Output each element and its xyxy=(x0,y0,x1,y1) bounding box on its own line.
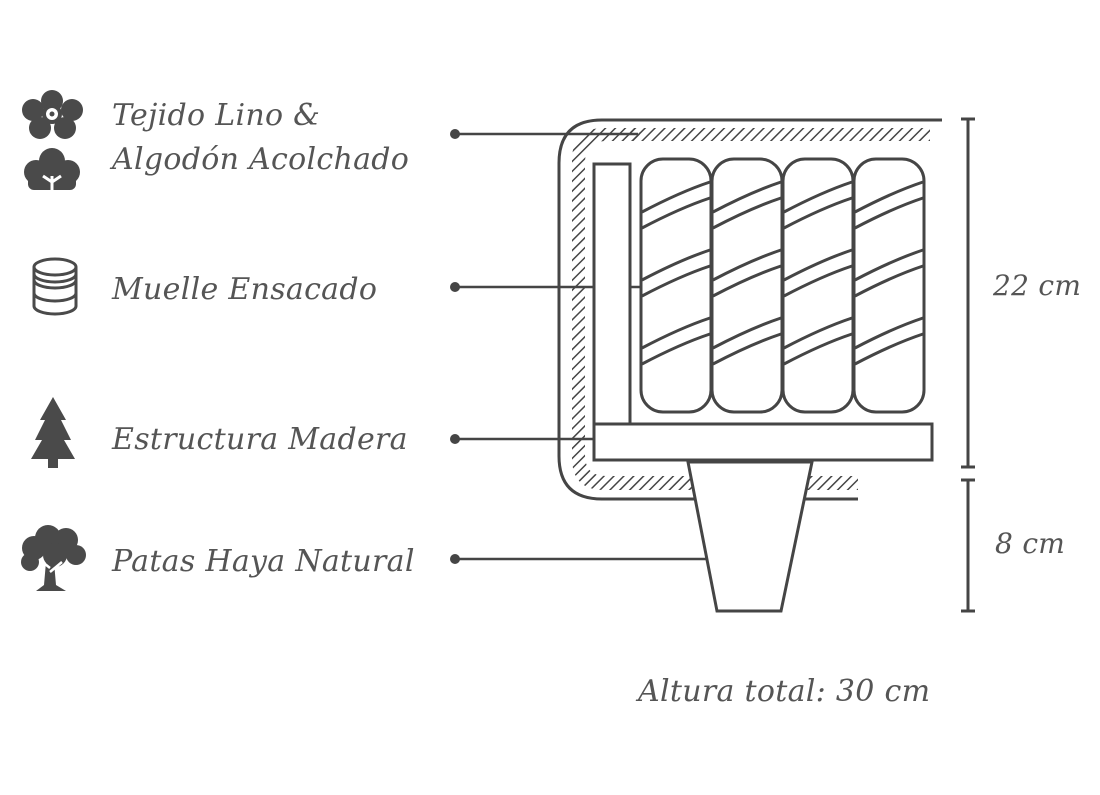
cotton-icon xyxy=(24,148,80,190)
outer-fabric-outline xyxy=(557,118,942,501)
total-height-label: Altura total: 30 cm xyxy=(638,674,931,709)
pine-tree-icon xyxy=(31,397,75,468)
coin-stack-icon xyxy=(32,257,78,316)
spring-pocket xyxy=(639,157,713,414)
spring-pocket xyxy=(710,157,784,414)
pocket-springs xyxy=(639,157,926,414)
label-fabric-line2: Algodón Acolchado xyxy=(112,142,410,177)
padding-hatch xyxy=(572,128,930,490)
label-legs: Patas Haya Natural xyxy=(112,544,415,579)
beech-leg xyxy=(686,460,814,613)
spring-pocket xyxy=(852,157,926,414)
oak-tree-icon xyxy=(21,525,86,591)
flower-icon xyxy=(22,90,83,139)
label-frame: Estructura Madera xyxy=(112,422,408,457)
dimension-legs xyxy=(961,478,975,613)
label-fabric-line1: Tejido Lino & xyxy=(112,98,321,133)
frame-vertical xyxy=(592,162,632,428)
label-springs: Muelle Ensacado xyxy=(112,272,378,307)
spring-pocket xyxy=(781,157,855,414)
leader-legs xyxy=(450,554,740,564)
dimension-legs-label: 8 cm xyxy=(995,527,1066,560)
frame-horizontal xyxy=(592,422,934,462)
dimension-base-label: 22 cm xyxy=(993,269,1082,302)
dimension-base xyxy=(961,117,975,469)
